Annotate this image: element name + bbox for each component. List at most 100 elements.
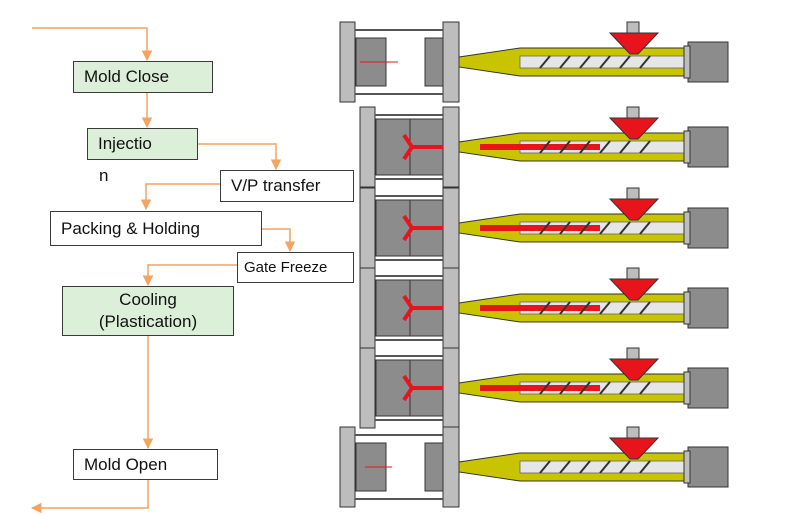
fixed-platen — [442, 267, 460, 349]
screw-flight — [579, 381, 591, 395]
machine-injection — [359, 106, 729, 188]
filled-cavity — [402, 214, 443, 242]
mold-core-half — [375, 279, 411, 337]
screw-flight — [639, 55, 651, 69]
mold-open-label: Mold Open — [84, 454, 168, 474]
moving-platen — [359, 267, 376, 349]
moving-platen — [339, 426, 356, 508]
screw-flight — [539, 221, 551, 235]
drive-unit — [687, 367, 729, 409]
mold-core-half — [375, 359, 411, 417]
screw-flight — [619, 301, 631, 315]
screw-flight — [579, 55, 591, 69]
screw-flight — [619, 55, 631, 69]
screw-flight — [619, 221, 631, 235]
screw-flight — [639, 140, 651, 154]
drive-unit — [687, 126, 729, 168]
screw-flight — [599, 460, 611, 474]
fixed-platen — [442, 347, 460, 429]
arrow-to-packing — [140, 183, 220, 211]
mold-close-label: Mold Close — [84, 67, 170, 86]
drive-flange — [683, 211, 691, 245]
drive-flange — [683, 450, 691, 484]
hopper — [608, 437, 660, 460]
screw-flight — [599, 140, 611, 154]
filled-cavity — [402, 294, 443, 322]
screw-flight — [559, 301, 571, 315]
fixed-platen — [442, 187, 460, 269]
screw-flight — [639, 381, 651, 395]
arrow-to-cooling — [142, 264, 237, 287]
arrow-to-vp-transfer — [198, 143, 282, 171]
hopper-cap — [626, 426, 640, 439]
screw-flight — [599, 55, 611, 69]
mold-cavity-half — [424, 442, 444, 492]
screw-flight — [639, 460, 651, 474]
melt-in-barrel — [480, 144, 600, 150]
mold-close-step: Mold Close — [73, 61, 213, 93]
screw-flight — [599, 381, 611, 395]
arrow-into-mold-close — [32, 27, 153, 62]
screw-flight — [539, 381, 551, 395]
filled-cavity — [402, 133, 443, 161]
screw-flight — [619, 460, 631, 474]
screw-flight — [619, 381, 631, 395]
machine-cooling-end — [359, 347, 729, 429]
packing-holding-label: Packing & Holding — [61, 218, 200, 238]
gate-freeze-label: Gate Freeze — [244, 259, 328, 276]
machine-packing — [359, 187, 729, 269]
injection-label-wrap: n — [99, 166, 109, 185]
hopper-cap — [626, 187, 640, 200]
melt-in-barrel — [480, 305, 600, 311]
drive-flange — [683, 371, 691, 405]
drive-unit — [687, 446, 729, 488]
filled-cavity — [402, 374, 443, 402]
screw-flight — [539, 301, 551, 315]
mold-core-half — [375, 118, 411, 176]
screw-flight — [559, 460, 571, 474]
arrow-from-mold-open — [30, 479, 149, 514]
screw-flight — [579, 140, 591, 154]
screw-flight — [639, 301, 651, 315]
screw-flight — [639, 221, 651, 235]
moving-platen — [359, 106, 376, 188]
screw-flight — [599, 301, 611, 315]
screw-flight — [619, 140, 631, 154]
hopper — [608, 32, 660, 55]
cooling-step: Cooling (Plastication) — [62, 286, 234, 336]
screw-flight — [599, 221, 611, 235]
injection-label: Injectio — [98, 134, 152, 153]
vp-transfer-step: V/P transfer — [220, 170, 354, 202]
fixed-platen — [442, 106, 460, 188]
drive-flange — [683, 130, 691, 164]
cooling-label: Cooling — [119, 290, 177, 309]
mold-cavity-half — [424, 37, 444, 87]
drive-unit — [687, 207, 729, 249]
drive-unit — [687, 287, 729, 329]
screw-flight — [559, 140, 571, 154]
hopper — [608, 198, 660, 221]
mold-open-step: Mold Open — [73, 449, 218, 480]
hopper-cap — [626, 347, 640, 360]
screw-flight — [579, 460, 591, 474]
hopper — [608, 278, 660, 301]
packing-holding-step: Packing & Holding — [50, 211, 262, 246]
arrow-to-gate-freeze — [262, 228, 296, 253]
mold-core-half — [375, 199, 411, 257]
hopper — [608, 358, 660, 381]
screw-flight — [559, 221, 571, 235]
machine-cooling — [359, 267, 729, 349]
gate-freeze-step: Gate Freeze — [237, 252, 354, 283]
fixed-platen — [442, 21, 460, 103]
moving-platen — [359, 347, 376, 429]
melt-in-barrel — [480, 385, 600, 391]
screw-flight — [539, 55, 551, 69]
drive-flange — [683, 45, 691, 79]
hopper-cap — [626, 21, 640, 34]
drive-unit — [687, 41, 729, 83]
screw-flight — [559, 55, 571, 69]
vp-transfer-label: V/P transfer — [231, 176, 321, 195]
screw-flight — [579, 221, 591, 235]
machine-mold-open — [339, 426, 729, 508]
